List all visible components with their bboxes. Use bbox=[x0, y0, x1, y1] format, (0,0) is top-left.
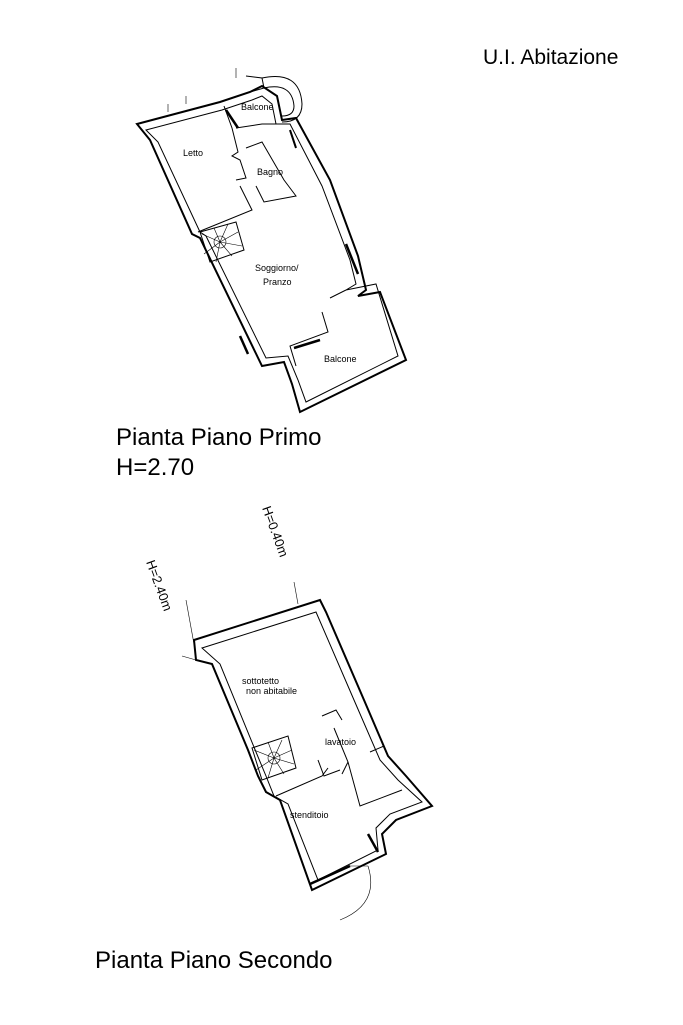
plan2-door-swing bbox=[339, 865, 372, 921]
plan2-inner-wall bbox=[201, 611, 423, 881]
plan1-partition-letto bbox=[223, 105, 247, 181]
plan1-inner-wall bbox=[145, 95, 399, 403]
room-balcone-bottom: Balcone bbox=[324, 354, 357, 364]
plan2-spiral-stair bbox=[251, 735, 297, 781]
room-sottotetto-line2: non abitabile bbox=[246, 686, 297, 696]
room-soggiorno-line2: Pranzo bbox=[263, 277, 292, 287]
room-letto: Letto bbox=[183, 148, 203, 158]
plan2-outer-wall bbox=[192, 598, 434, 892]
room-bagno: Bagno bbox=[257, 167, 283, 177]
plan1-balcony-curve bbox=[261, 76, 303, 123]
dimension-left-height: H=2.40m bbox=[143, 558, 175, 613]
room-stenditoio: stenditoio bbox=[290, 810, 329, 820]
plan-second-floor: sottotetto non abitabile lavatoio stendi… bbox=[143, 504, 434, 921]
room-lavatoio: lavatoio bbox=[325, 737, 356, 747]
plan1-height: H=2.70 bbox=[116, 454, 195, 481]
unit-title: U.I. Abitazione bbox=[483, 46, 619, 69]
plan-first-floor: Balcone Letto Bagno Soggiorno/ Pranzo Ba… bbox=[135, 68, 408, 414]
plan2-title: Pianta Piano Secondo bbox=[95, 947, 333, 974]
plan1-outer-wall bbox=[135, 84, 408, 414]
plan1-balcony-curve-inner bbox=[263, 86, 295, 117]
plan1-partition-bagno bbox=[245, 141, 297, 203]
plan2-partition-lavatoio bbox=[321, 709, 403, 807]
dimension-right-height: H=0.40m bbox=[259, 504, 291, 559]
room-balcone-top: Balcone bbox=[241, 102, 274, 112]
plan1-spiral-stair bbox=[199, 221, 245, 263]
room-sottotetto-line1: sottotetto bbox=[242, 676, 279, 686]
plan1-title: Pianta Piano Primo bbox=[116, 424, 322, 451]
room-soggiorno-line1: Soggiorno/ bbox=[255, 263, 299, 273]
